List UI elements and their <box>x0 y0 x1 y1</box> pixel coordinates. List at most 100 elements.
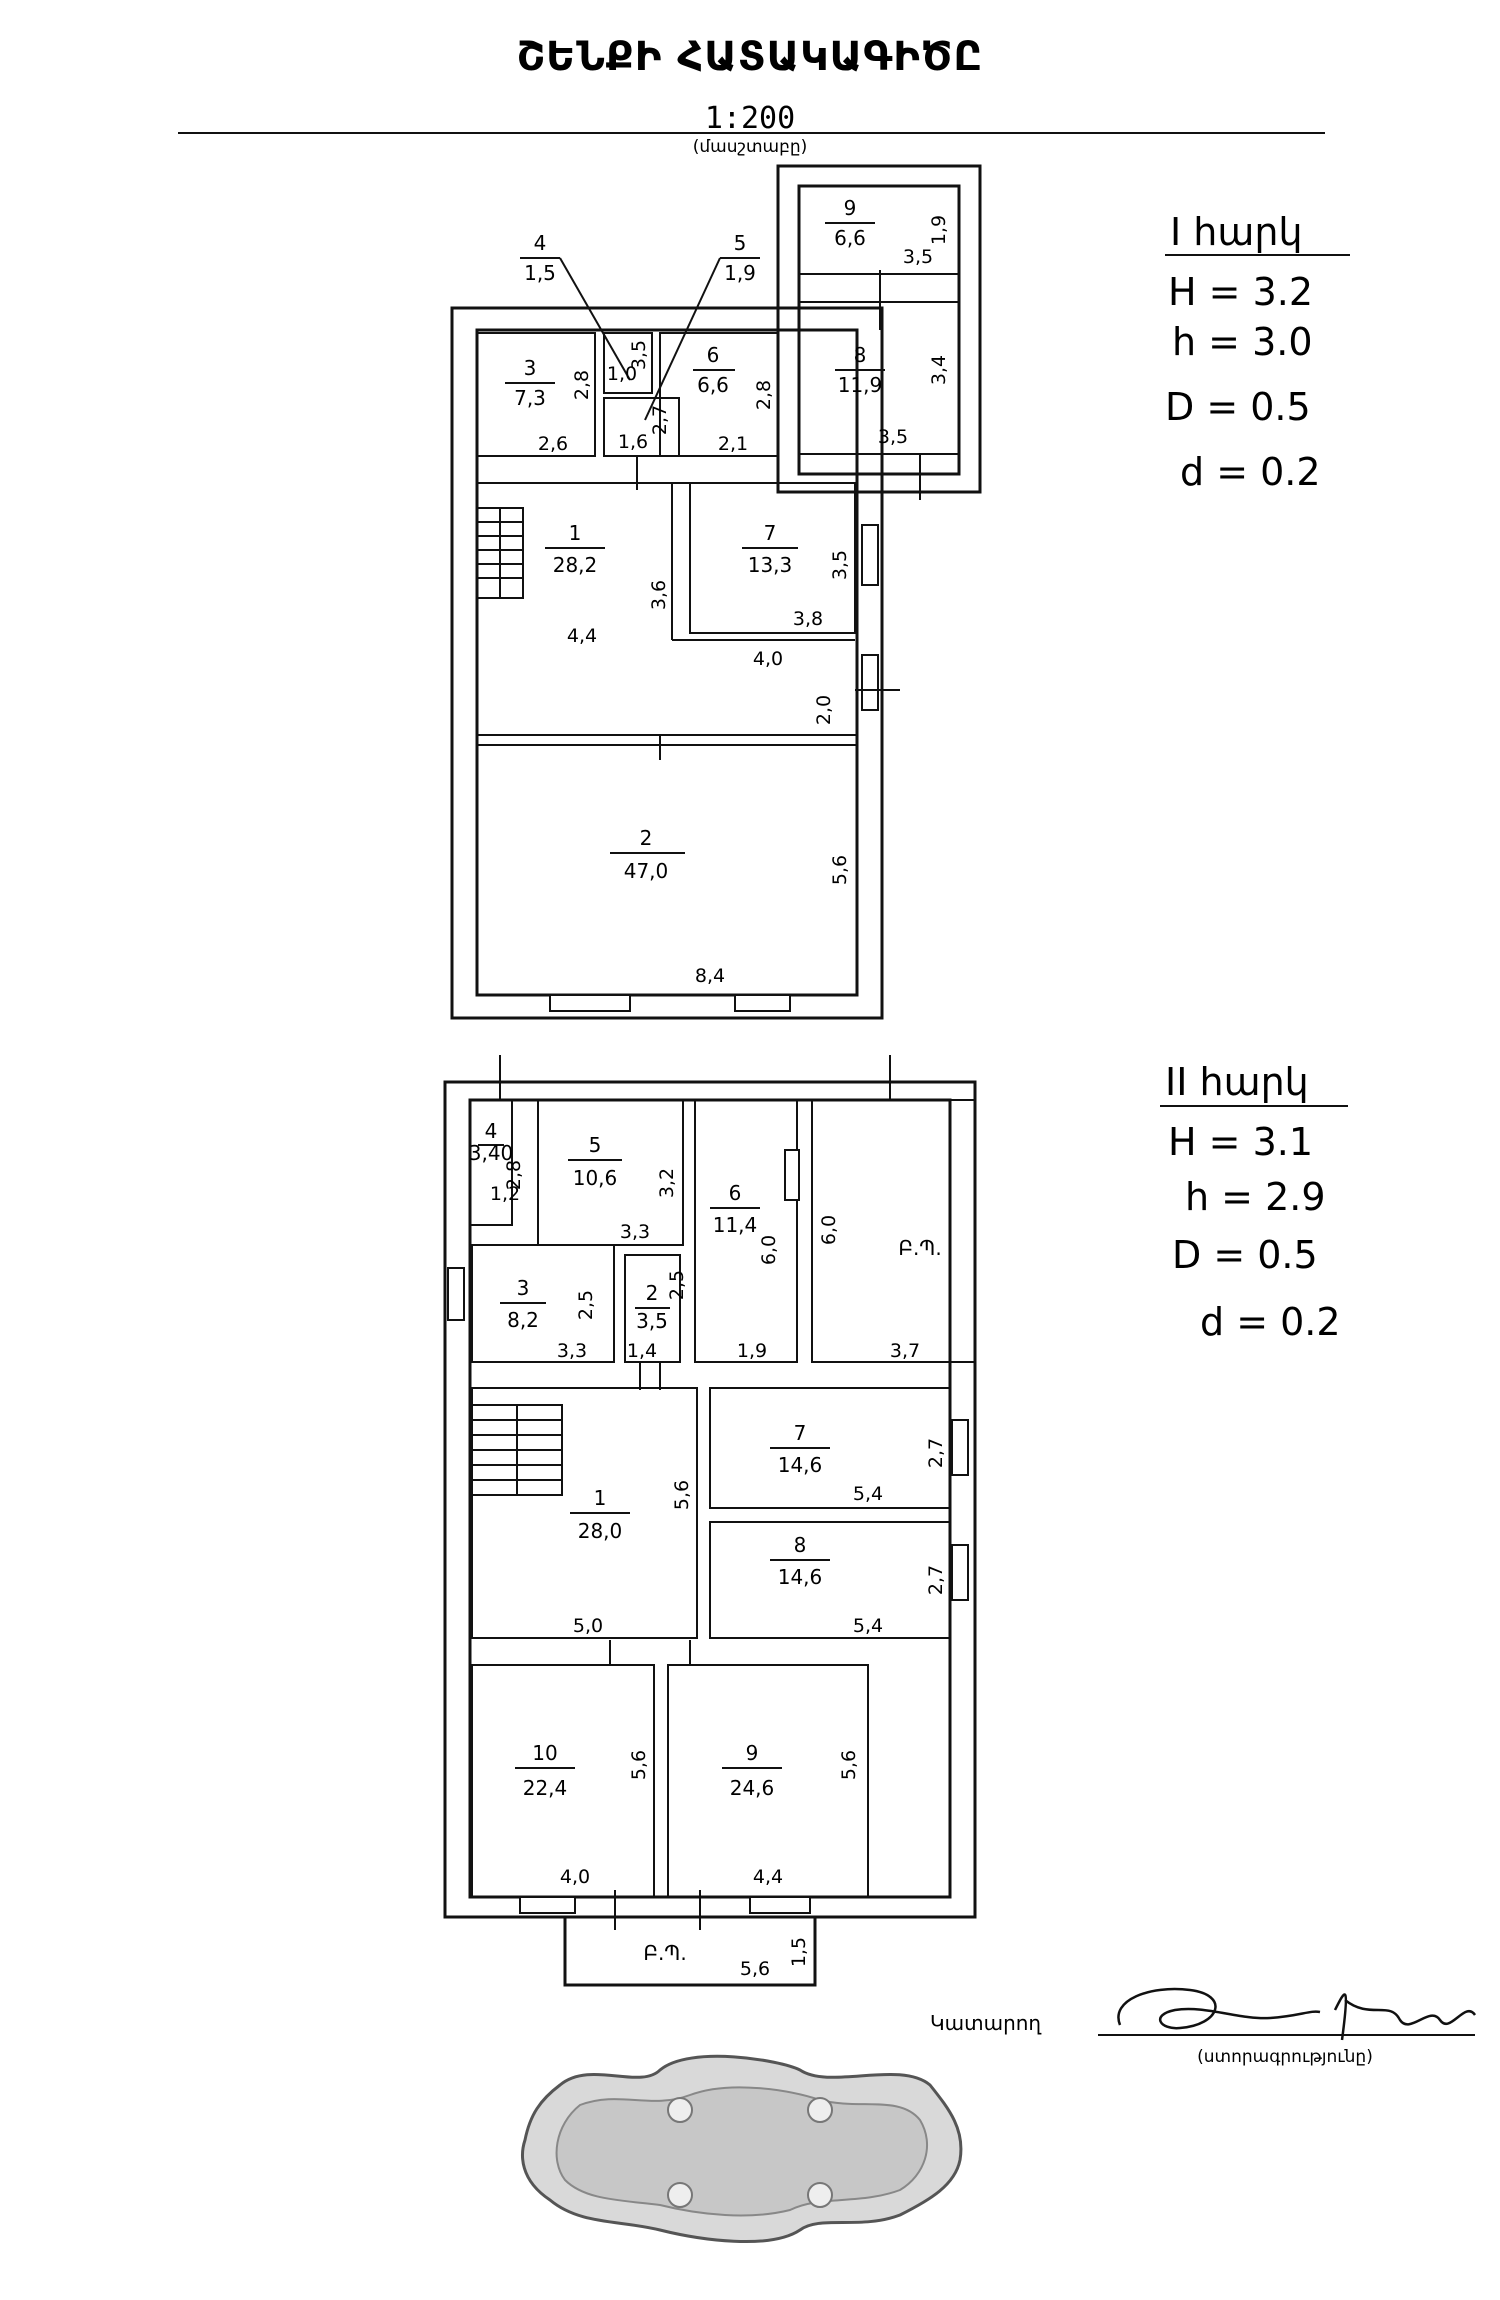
f2-dim: 1,4 <box>627 1340 657 1362</box>
floor2-param-D: D = 0.5 <box>1172 1233 1318 1277</box>
f1-room7-area: 13,3 <box>748 553 793 577</box>
f1-dim: 1,0 <box>607 363 637 385</box>
f1-dim: 3,4 <box>928 355 950 385</box>
f2-balcony-bottom: Բ.Պ. <box>643 1941 686 1965</box>
floor1-param-H: H = 3.2 <box>1168 270 1313 314</box>
window <box>549 994 631 1012</box>
floor2-label: II հարկ <box>1165 1060 1309 1104</box>
f1-room6-no: 6 <box>707 343 720 367</box>
window <box>861 524 879 586</box>
f2-room4-no: 4 <box>485 1119 498 1143</box>
f2-dim: 5,0 <box>573 1615 603 1637</box>
window <box>951 1544 969 1601</box>
floor1-legend: I հարկ H = 3.2 h = 3.0 D = 0.5 d = 0.2 <box>1165 210 1350 494</box>
f2-dim: 5,4 <box>853 1483 883 1505</box>
f1-dim: 2,0 <box>813 695 835 725</box>
f1-dim: 2,6 <box>538 433 568 455</box>
stairs-floor1 <box>476 507 524 599</box>
f2-dim: 1,9 <box>737 1340 767 1362</box>
f2-dim: 4,4 <box>753 1866 783 1888</box>
f1-dim: 2,7 <box>649 405 671 435</box>
floor1-param-h: h = 3.0 <box>1172 320 1313 364</box>
floor1-param-D: D = 0.5 <box>1165 385 1311 429</box>
floor1-param-d: d = 0.2 <box>1180 450 1321 494</box>
f1-dim: 3,5 <box>903 246 933 268</box>
window <box>861 654 879 711</box>
f1-room5-area: 1,9 <box>724 261 756 285</box>
f2-dim: 5,6 <box>740 1958 770 1980</box>
f2-dim: 2,7 <box>925 1565 947 1595</box>
f2-balcony-right: Բ.Պ. <box>898 1236 941 1260</box>
f1-dim: 4,0 <box>753 648 783 670</box>
window <box>734 994 791 1012</box>
f1-dim: 2,1 <box>718 433 748 455</box>
f2-room9-area: 24,6 <box>730 1776 775 1800</box>
f2-room6-area: 11,4 <box>713 1213 758 1237</box>
f1-dim: 3,6 <box>648 580 670 610</box>
f2-dim: 4,0 <box>560 1866 590 1888</box>
floor2-param-h: h = 2.9 <box>1185 1175 1326 1219</box>
f2-room6-no: 6 <box>729 1181 742 1205</box>
f1-dim: 3,5 <box>829 550 851 580</box>
f2-dim: 2,5 <box>666 1270 688 1300</box>
f2-dim: 3,3 <box>557 1340 587 1362</box>
window <box>447 1267 465 1321</box>
window <box>519 1896 576 1914</box>
f1-dim: 3,5 <box>628 340 650 370</box>
window <box>784 1149 800 1201</box>
f1-dim: 2,8 <box>571 370 593 400</box>
f2-room5-no: 5 <box>589 1133 602 1157</box>
floor2-plan: 1 28,0 2 3,5 3 8,2 4 3,40 5 10,6 6 11,4 … <box>443 1055 977 1987</box>
floor1-label: I հարկ <box>1170 210 1303 254</box>
floor1-plan: 1 28,2 2 47,0 3 7,3 4 1,5 5 1,9 6 6,6 7 … <box>450 164 982 1020</box>
f2-room10-no: 10 <box>532 1741 557 1765</box>
executor-signature-block: Կատարող (ստորագրությունը) <box>930 1987 1477 2067</box>
window <box>749 1896 811 1914</box>
f2-dim: 6,0 <box>758 1235 780 1265</box>
f2-room2-area: 3,5 <box>636 1309 668 1333</box>
floor2-param-H: H = 3.1 <box>1168 1120 1313 1164</box>
f2-room3-no: 3 <box>517 1276 530 1300</box>
f2-room2-no: 2 <box>646 1281 659 1305</box>
f1-room1-area: 28,2 <box>553 553 598 577</box>
f1-dim: 8,4 <box>695 965 725 987</box>
f1-room5-no: 5 <box>734 231 747 255</box>
f1-room9-no: 9 <box>844 196 857 220</box>
f2-dim: 5,4 <box>853 1615 883 1637</box>
f1-dim: 5,6 <box>829 855 851 885</box>
f1-dim: 3,5 <box>878 426 908 448</box>
f2-room7-area: 14,6 <box>778 1453 823 1477</box>
f2-room4-area: 3,40 <box>469 1141 514 1165</box>
f1-room9-area: 6,6 <box>834 226 866 250</box>
f2-dim: 5,6 <box>838 1750 860 1780</box>
f2-room1-area: 28,0 <box>578 1519 623 1543</box>
f2-dim: 2,5 <box>575 1290 597 1320</box>
f1-dim: 3,8 <box>793 608 823 630</box>
f1-room6-area: 6,6 <box>697 373 729 397</box>
f2-dim: 5,6 <box>671 1480 693 1510</box>
f1-room7-no: 7 <box>764 521 777 545</box>
f2-dim: 3,2 <box>656 1168 678 1198</box>
f1-room1-no: 1 <box>569 521 582 545</box>
f2-dim: 3,7 <box>890 1340 920 1362</box>
f1-dim: 1,6 <box>618 431 648 453</box>
f2-dim: 2,7 <box>925 1438 947 1468</box>
f1-room3-no: 3 <box>524 356 537 380</box>
f2-room10-area: 22,4 <box>523 1776 568 1800</box>
f1-room8-no: 8 <box>854 343 867 367</box>
f2-room9-no: 9 <box>746 1741 759 1765</box>
f1-dim: 4,4 <box>567 625 597 647</box>
f1-room4-area: 1,5 <box>524 261 556 285</box>
floor2-legend: II հարկ H = 3.1 h = 2.9 D = 0.5 d = 0.2 <box>1160 1060 1348 1344</box>
page-title: ՇԵՆՔԻ ՀԱՏԱԿԱԳԻԾԸ <box>517 34 984 80</box>
ornament-stamp-icon <box>521 2054 963 2243</box>
scale-value: 1:200 <box>705 101 795 136</box>
f2-dim: 1,5 <box>788 1937 810 1967</box>
scale-caption: (մասշտաբը) <box>693 137 808 157</box>
f1-dim: 1,9 <box>928 215 950 245</box>
f2-dim: 1,2 <box>490 1183 520 1205</box>
f1-room8-area: 11,9 <box>838 373 883 397</box>
f2-room3-area: 8,2 <box>507 1308 539 1332</box>
floor2-param-d: d = 0.2 <box>1200 1300 1341 1344</box>
